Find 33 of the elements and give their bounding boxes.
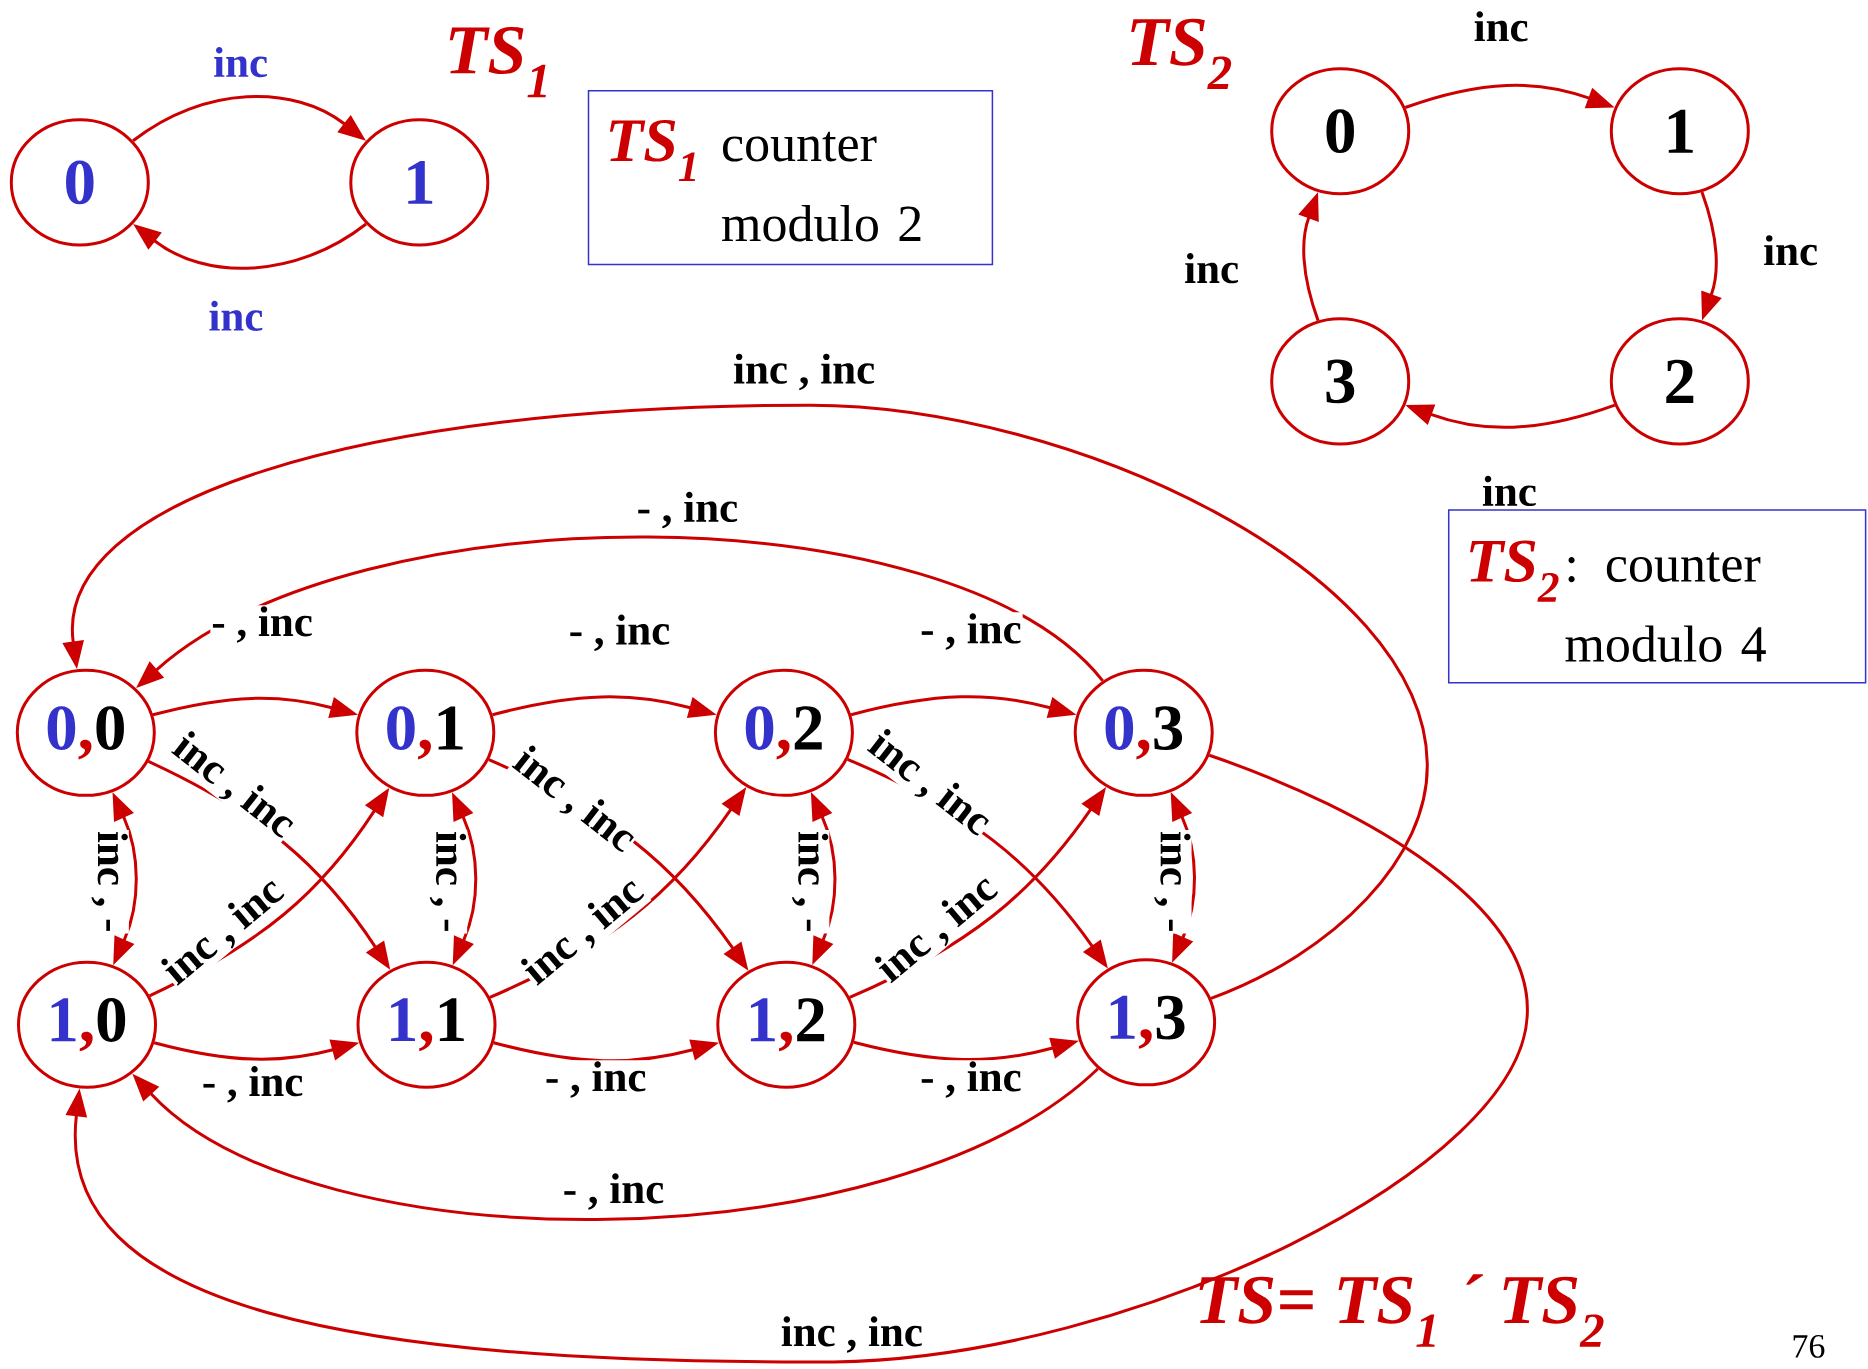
edge-label: inc , inc	[505, 741, 643, 861]
edge-label: inc	[1762, 234, 1820, 267]
text-box: TS$_{2}$ : counter modulo 4	[1447, 509, 1867, 684]
edge-label: - , inc	[543, 1060, 648, 1099]
edge-label: inc , inc	[156, 870, 292, 993]
edge-label: - , inc	[919, 1060, 1023, 1099]
edge-label: inc , -	[790, 829, 830, 934]
edge-label: - , inc	[635, 490, 740, 530]
edge-label: inc , inc	[870, 868, 1006, 991]
edge-label: inc	[212, 45, 270, 79]
edge-label: inc , inc	[779, 1315, 924, 1354]
edge-label: - , inc	[567, 613, 672, 653]
edge-label: inc	[1480, 474, 1538, 508]
edge-label: inc , inc	[164, 726, 303, 846]
edge-label: inc , -	[90, 829, 129, 934]
edge-label: - , inc	[561, 1172, 666, 1211]
title: TS$_{1}$	[449, 27, 546, 98]
formula-title: TS= TS$_{1}$ ´ TS$_{2}$	[1199, 1274, 1604, 1347]
page-number: 76	[1793, 1335, 1825, 1358]
edge-label: - , inc	[919, 612, 1023, 651]
edge-label: inc	[1183, 252, 1241, 285]
text-box: TS$_{1}$ counter modulo 2	[587, 89, 994, 266]
edge-label: - , inc	[200, 1065, 305, 1104]
edge-label: inc , inc	[516, 870, 652, 993]
edge-label: inc	[207, 299, 265, 332]
edge-label: inc , -	[428, 829, 468, 934]
edge-label: inc , inc	[860, 724, 998, 844]
edge-label: inc , -	[1153, 829, 1192, 934]
title: TS$_{2}$	[1131, 18, 1232, 89]
edge-label: inc	[1472, 10, 1530, 43]
edge-label: inc , inc	[732, 352, 877, 392]
arrow	[65, 753, 1529, 1364]
edge-label: - , inc	[210, 605, 314, 644]
